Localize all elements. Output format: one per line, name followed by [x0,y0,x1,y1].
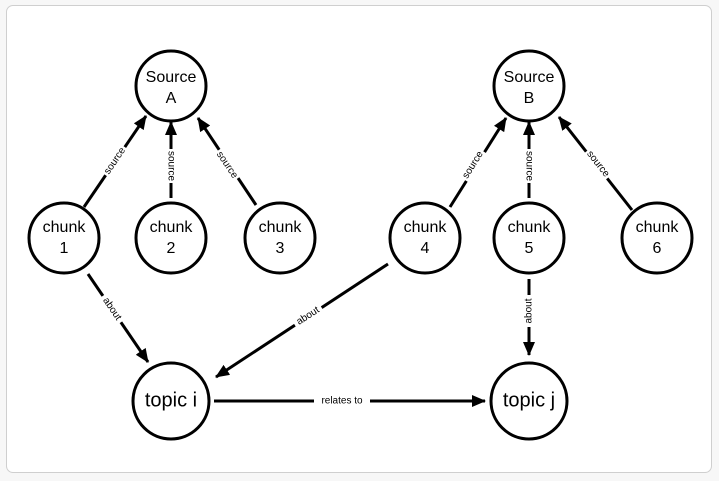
edge-chunk2-to-source-a: source [165,121,177,198]
edge-label-source: source [461,149,486,181]
node-label: B [524,90,535,107]
node-label: 4 [421,240,430,257]
edge-label-source: source [165,151,176,181]
edge-label-source: source [214,150,240,181]
edge-label-source: source [102,145,128,176]
node-label: 1 [60,240,69,257]
node-chunk-4[interactable]: chunk 4 [388,201,462,275]
edge-label-about: about [295,305,322,328]
edge-chunk5-to-source-b: source [523,121,535,198]
node-chunk-2[interactable]: chunk 2 [134,201,208,275]
edge-chunk3-to-source-a: source [196,117,258,206]
node-label: Source [504,69,555,86]
node-source-b[interactable]: Source B [492,49,566,123]
edge-label-source: source [523,151,534,181]
node-chunk-1[interactable]: chunk 1 [27,201,101,275]
node-chunk-5[interactable]: chunk 5 [492,201,566,275]
edge-label-source: source [584,149,611,180]
node-label: 2 [167,240,176,257]
edge-chunk4-to-source-b: source [448,117,508,208]
node-chunk-6[interactable]: chunk 6 [620,201,694,275]
edge-topic-i-to-topic-j: relates to [214,394,486,408]
node-label: chunk [508,219,552,236]
edge-chunk1-to-source-a: source [82,115,148,208]
node-label: 5 [525,240,534,257]
edge-label-relates-to: relates to [321,396,363,407]
node-chunk-3[interactable]: chunk 3 [243,201,317,275]
node-label: Source [146,69,197,86]
edge-chunk6-to-source-b: source [557,116,634,211]
node-label: chunk [150,219,194,236]
node-label: chunk [404,219,448,236]
node-source-a[interactable]: Source A [134,49,208,123]
node-label: topic j [503,389,555,411]
edge-chunk1-to-topic-i: about [86,273,150,363]
edge-chunk4-to-topic-i: about [215,262,389,379]
node-label: chunk [259,219,303,236]
node-topic-j[interactable]: topic j [489,361,569,441]
node-topic-i[interactable]: topic i [131,361,211,441]
node-label: 3 [276,240,285,257]
node-label: A [166,90,177,107]
edge-chunk5-to-topic-j: about [523,279,535,356]
node-label: chunk [43,219,87,236]
node-label: 6 [653,240,662,257]
edge-label-about: about [524,298,535,323]
node-label: chunk [636,219,680,236]
edge-label-about: about [100,296,123,323]
node-label: topic i [145,389,197,411]
